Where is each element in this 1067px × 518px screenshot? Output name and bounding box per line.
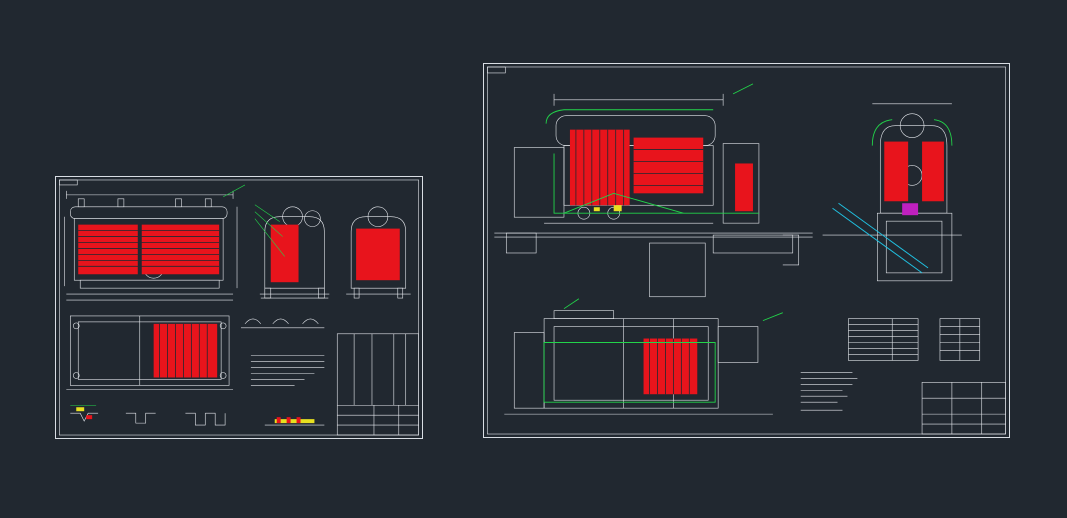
detail-sections <box>70 318 325 426</box>
drawing-sheet-left <box>55 176 423 439</box>
inner-frame <box>59 179 419 436</box>
small-table <box>939 318 981 361</box>
boiler-side-elevation <box>494 93 813 298</box>
cyan-conveyor <box>832 202 929 274</box>
drawing-right-svg <box>487 66 1006 435</box>
detail-fills-left <box>76 407 315 424</box>
drawing-sheet-right <box>483 63 1010 438</box>
tube-banks-right <box>569 129 944 395</box>
technical-table <box>848 318 919 361</box>
green-structure-right <box>543 83 953 403</box>
red-detail-marks-left <box>86 415 301 424</box>
title-block <box>337 405 419 436</box>
parts-list-table <box>336 333 419 436</box>
accent-fills-right <box>593 203 919 216</box>
boiler-elevation-view <box>64 190 238 301</box>
boiler-plan-view <box>66 315 234 390</box>
title-block-right <box>921 381 1006 435</box>
tube-banks-left <box>78 224 400 378</box>
boiler-plan-view-right <box>504 310 773 415</box>
tag-box <box>487 66 506 74</box>
section-view-a <box>259 206 330 299</box>
notes-block-right <box>800 372 858 411</box>
leaders-left <box>70 184 285 406</box>
drawing-left-svg <box>59 179 419 436</box>
tube-lines-left <box>78 230 220 378</box>
tag-box <box>59 179 78 186</box>
tube-lines-right <box>575 129 704 395</box>
notes-block <box>250 355 325 386</box>
inner-frame <box>487 66 1006 435</box>
